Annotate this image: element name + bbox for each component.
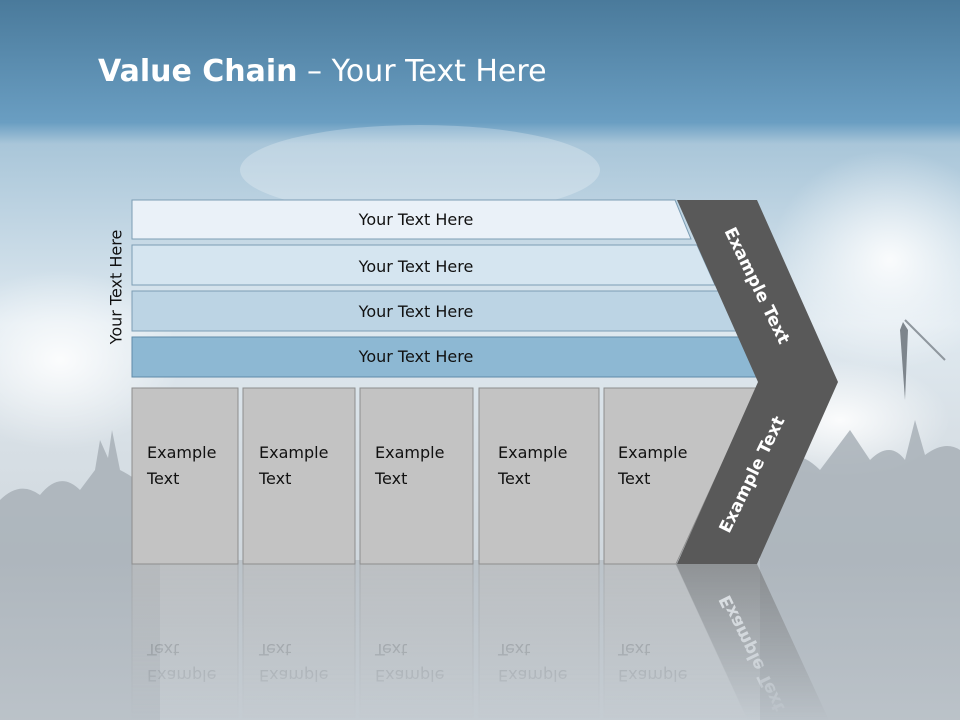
box-2-line1: Example <box>259 443 328 462</box>
box-1-line1: Example <box>147 443 216 462</box>
box-3-reflection-text: Example <box>375 666 444 685</box>
box-4-reflection-text: Text <box>497 640 530 659</box>
box-2-reflection-text: Example <box>259 666 328 685</box>
box-5-line1: Example <box>618 443 687 462</box>
box-3-line2: Text <box>374 469 407 488</box>
slide-title: Value Chain – Your Text Here <box>98 54 547 89</box>
bar-3-label: Your Text Here <box>358 302 474 321</box>
box-2-reflection-text: Text <box>258 640 291 659</box>
box-4-reflection-text: Example <box>498 666 567 685</box>
box-5-reflection-text: Example <box>618 666 687 685</box>
box-2-line2: Text <box>258 469 291 488</box>
box-1 <box>131 387 239 565</box>
box-4 <box>478 387 600 565</box>
box-5-line2: Text <box>617 469 650 488</box>
bar-2-label: Your Text Here <box>358 257 474 276</box>
box-5 <box>603 387 758 565</box>
bar-group: Your Text Here Your Text Here Your Text … <box>131 199 763 378</box>
slide-title-rest: – Your Text Here <box>297 54 547 89</box>
box-2 <box>242 387 356 565</box>
box-1-line2: Text <box>146 469 179 488</box>
box-1-reflection-text: Text <box>146 640 179 659</box>
bar-4-label: Your Text Here <box>358 347 474 366</box>
box-3-reflection-text: Text <box>374 640 407 659</box>
box-3-line1: Example <box>375 443 444 462</box>
box-5-reflection-text: Text <box>617 640 650 659</box>
slide-title-bold: Value Chain <box>98 54 298 89</box>
box-4-line2: Text <box>497 469 530 488</box>
box-1-reflection-text: Example <box>147 666 216 685</box>
box-4-line1: Example <box>498 443 567 462</box>
bar-1 <box>131 199 692 240</box>
box-3 <box>359 387 474 565</box>
bar-1-label: Your Text Here <box>358 210 474 229</box>
chevron-shape <box>677 200 838 564</box>
box-group: Example Text Example Text Example Text E… <box>131 387 758 565</box>
